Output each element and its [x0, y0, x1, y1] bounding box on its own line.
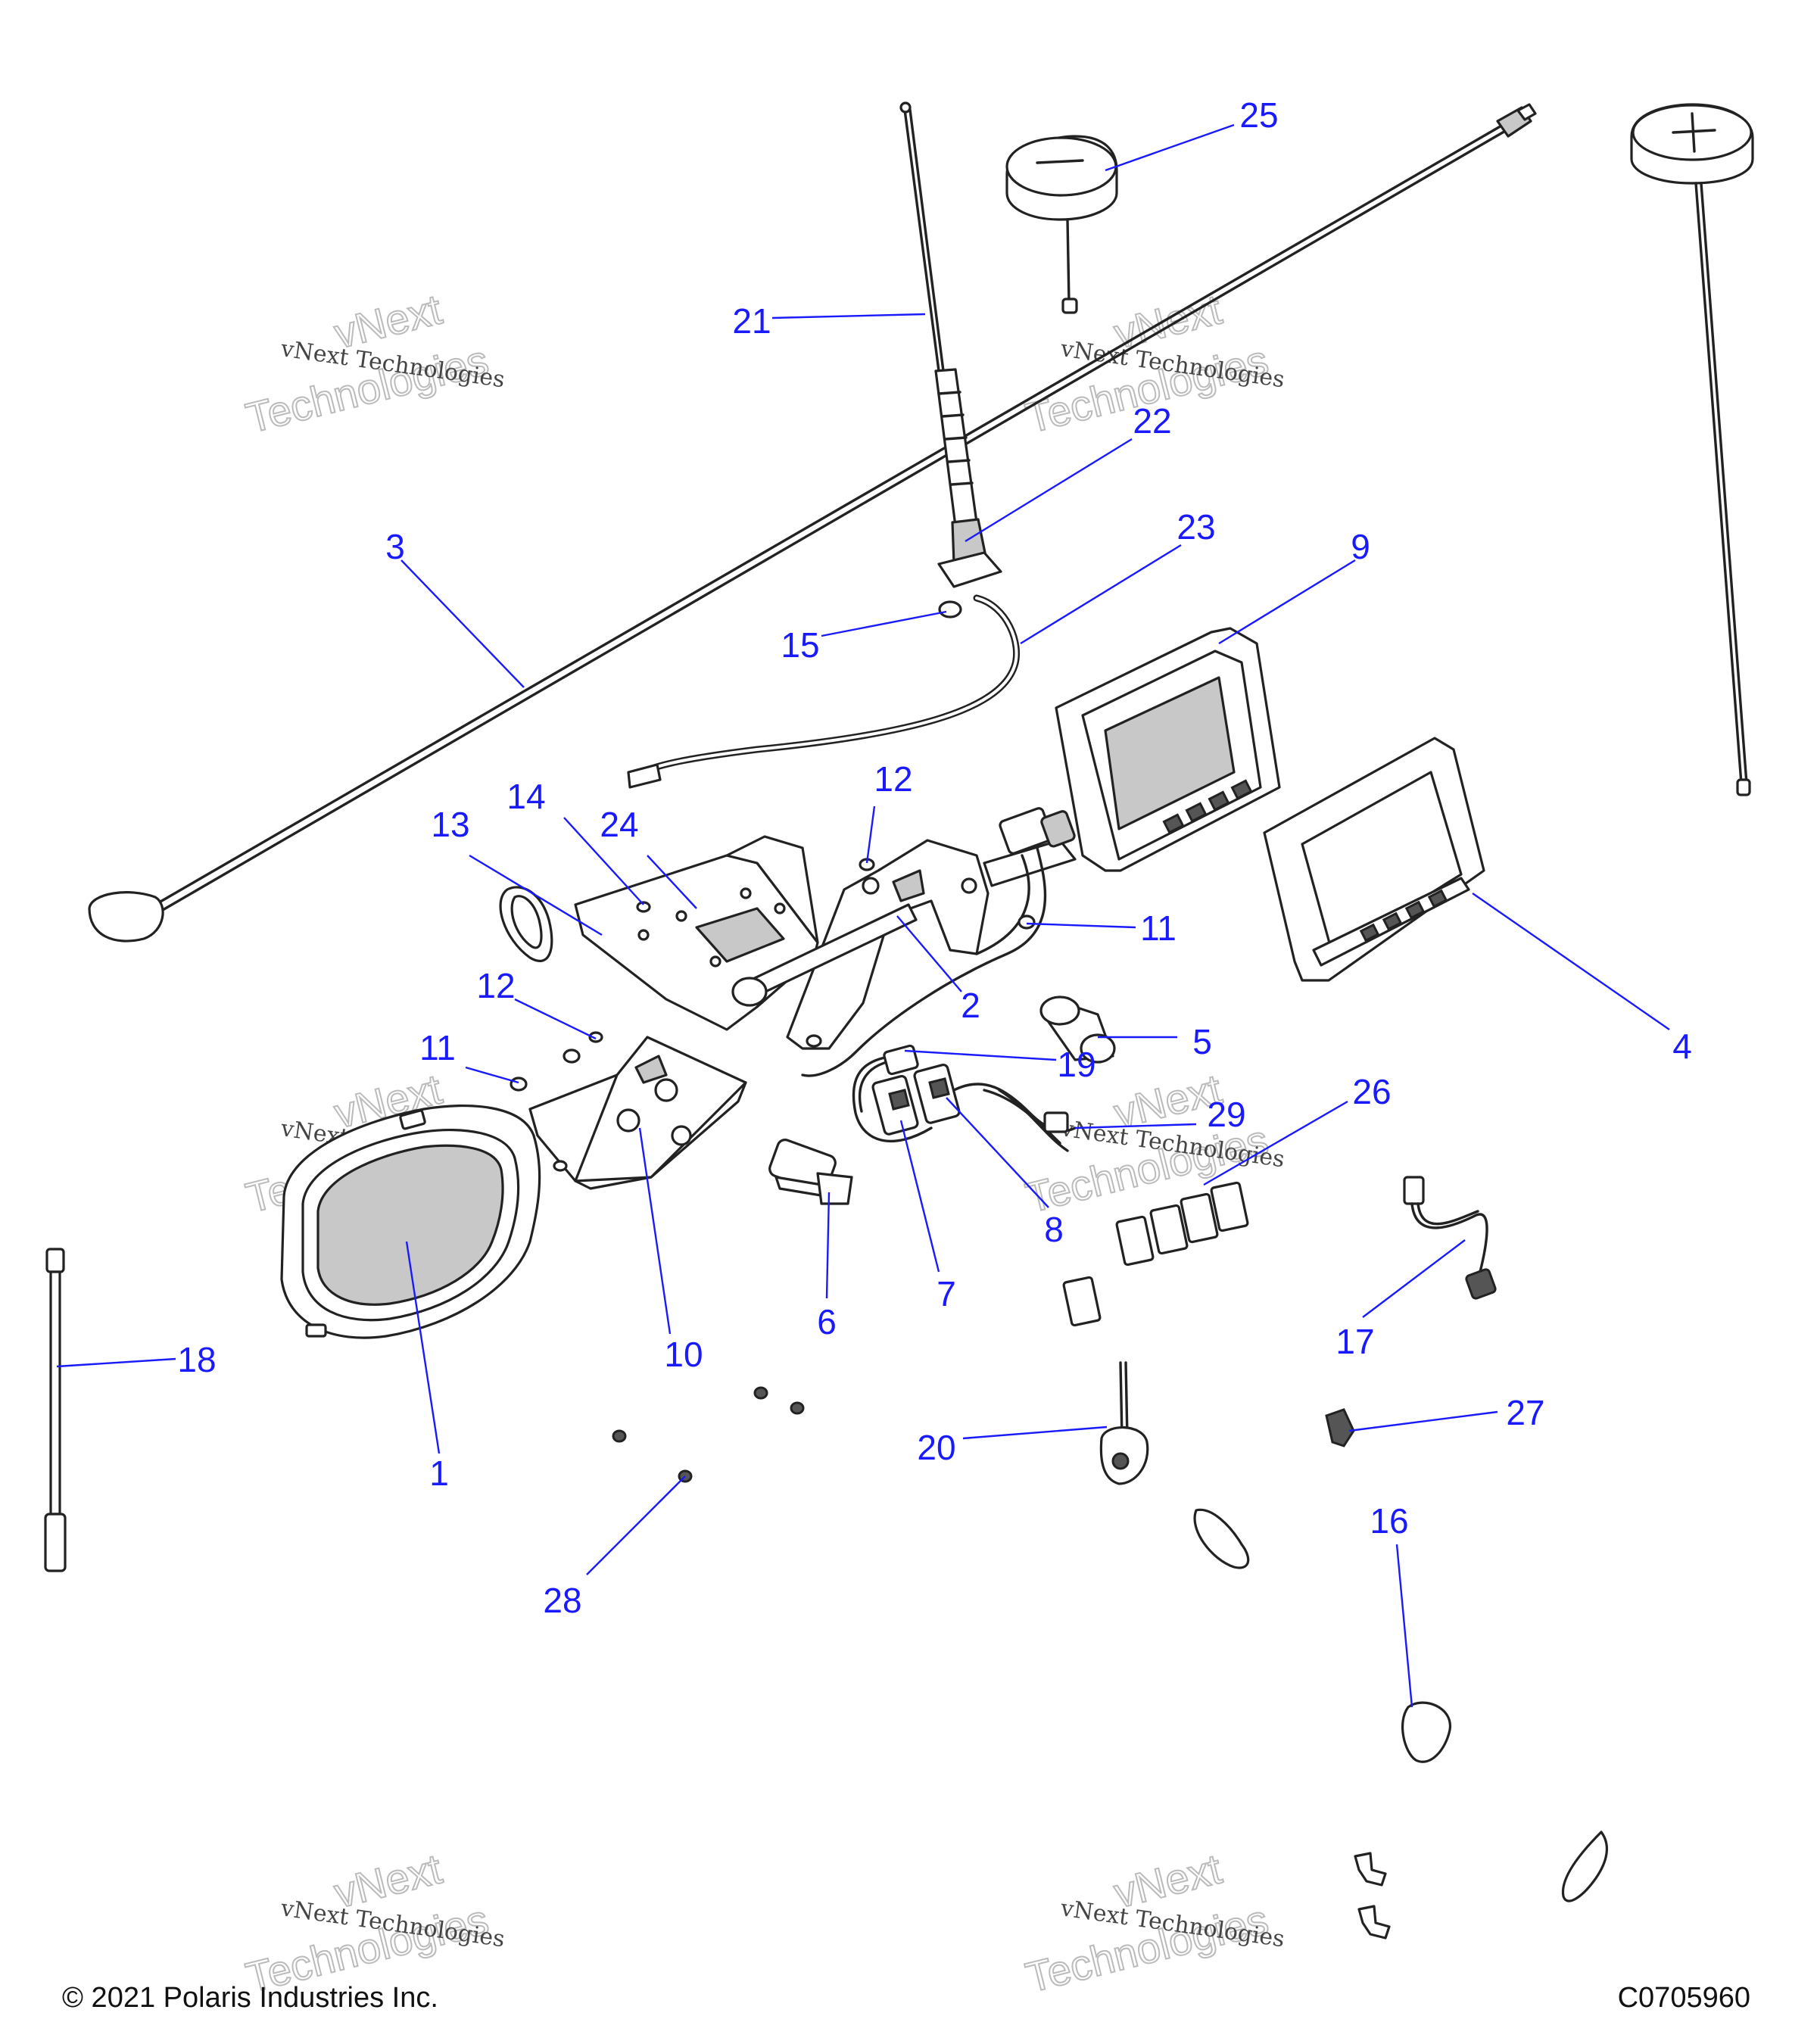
callout-1: 1: [429, 1454, 449, 1493]
gauge-part-1: [280, 1104, 541, 1339]
callout-11-right: 11: [1140, 908, 1177, 948]
callout-18: 18: [177, 1340, 216, 1379]
socket-part-5: [1039, 996, 1116, 1064]
callout-2: 2: [961, 986, 980, 1025]
callout-3: 3: [385, 527, 405, 566]
bolts-bottom: [1354, 1852, 1391, 1940]
nuts-part-28: [612, 1386, 805, 1483]
callout-27: 27: [1506, 1393, 1544, 1432]
sensor-part-20: [1099, 1361, 1149, 1485]
callout-labels: 1 2 3 4 5 6 7 8 9 10 11 11 12 12 13 14 1…: [177, 95, 1691, 1620]
callout-9: 9: [1351, 527, 1370, 566]
callout-17: 17: [1335, 1322, 1374, 1361]
callout-10: 10: [664, 1335, 703, 1374]
fasteners: [510, 858, 1036, 1172]
callout-4: 4: [1672, 1027, 1692, 1066]
callout-19: 19: [1057, 1045, 1095, 1084]
clip-part-27: [1325, 1408, 1355, 1447]
callout-26: 26: [1352, 1072, 1391, 1111]
coax-cable-part-23: [627, 594, 1021, 789]
copyright-text: © 2021 Polaris Industries Inc.: [62, 1982, 438, 2014]
puck-antenna-part-25: [1005, 135, 1118, 314]
cable-part-3: [88, 103, 1537, 943]
callout-16: 16: [1370, 1501, 1408, 1541]
probe-part-18: [44, 1248, 67, 1572]
callout-25: 25: [1239, 95, 1278, 135]
mount-plate-part-24: [574, 835, 819, 1031]
bracket-part-10: [528, 1036, 747, 1190]
callout-24: 24: [600, 805, 638, 844]
callout-8: 8: [1044, 1210, 1064, 1249]
switch-part-6: [768, 1139, 853, 1205]
display-buttons: [1162, 779, 1253, 834]
callout-23: 23: [1177, 507, 1215, 547]
whip-antenna-part-21: [899, 101, 1002, 618]
callout-28: 28: [543, 1581, 581, 1620]
puck-antenna-right: [1630, 103, 1754, 796]
jumper-part-17: [1403, 1176, 1497, 1300]
callout-11-left: 11: [419, 1028, 456, 1067]
cable-ties: [1193, 1508, 1609, 1902]
bracket-part-2: [786, 807, 1077, 1077]
callout-5: 5: [1192, 1022, 1212, 1061]
switches-part-7-8: [852, 1044, 1077, 1152]
callout-20: 20: [917, 1428, 955, 1467]
callout-12-mid: 12: [476, 966, 515, 1005]
callout-12-top: 12: [874, 759, 912, 799]
leader-lines: [56, 123, 1670, 1708]
callout-6: 6: [817, 1302, 837, 1341]
callout-22: 22: [1133, 401, 1171, 441]
callout-7: 7: [937, 1274, 956, 1313]
callout-21: 21: [732, 301, 771, 341]
crossbar: [731, 903, 918, 1007]
callout-29: 29: [1207, 1095, 1245, 1134]
callout-15: 15: [781, 625, 819, 665]
bezel-part-4: [1263, 737, 1485, 982]
display-part-9: [1055, 627, 1281, 872]
callout-14: 14: [506, 777, 545, 816]
plugs-part-26: [1062, 1181, 1249, 1327]
drawing-id: C0705960: [1617, 1982, 1750, 2014]
clamp-part-13: [499, 886, 553, 962]
callout-13: 13: [431, 805, 469, 844]
